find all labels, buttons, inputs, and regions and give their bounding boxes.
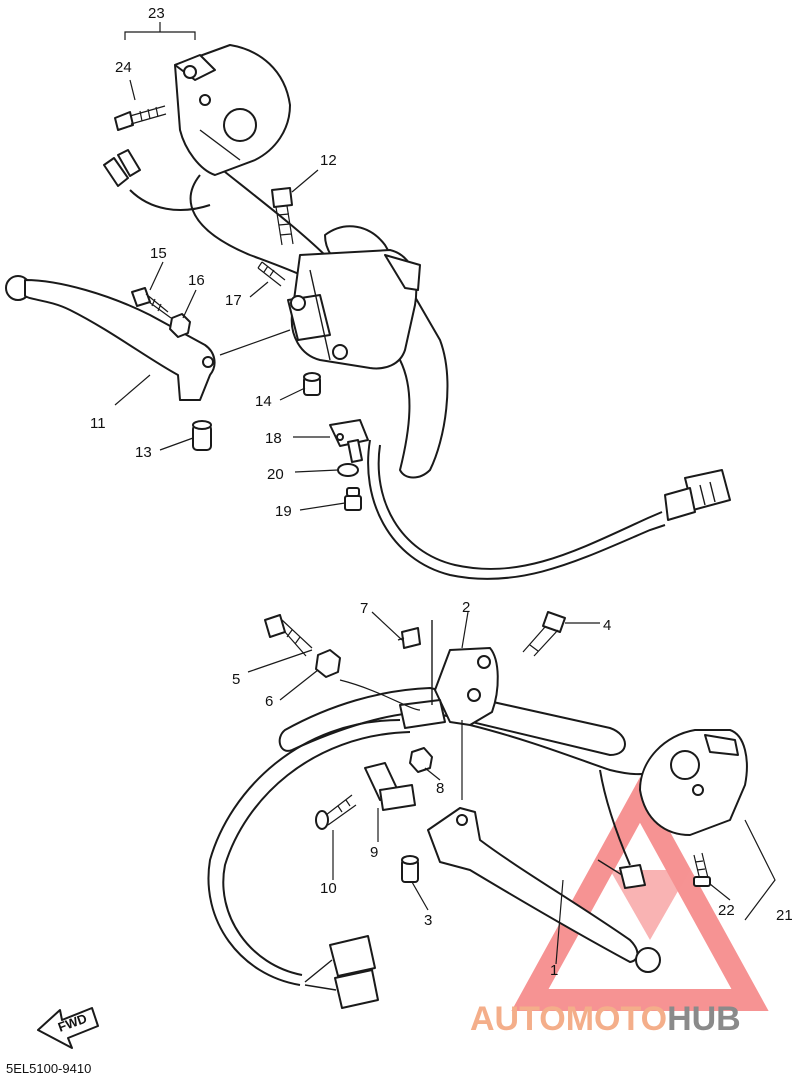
callout-7: 7 — [360, 600, 368, 617]
lower-small-connector — [597, 859, 646, 889]
callout-11: 11 — [90, 415, 106, 432]
upper-wire-terminal — [103, 149, 141, 187]
callout-23: 23 — [148, 5, 165, 22]
washer-20 — [337, 463, 359, 477]
callout-17: 17 — [225, 292, 242, 309]
callout-15: 15 — [150, 245, 167, 262]
callout-19: 19 — [275, 503, 292, 520]
screw-17 — [257, 261, 286, 287]
lower-lever — [427, 807, 661, 973]
nut-6 — [315, 649, 341, 678]
bolt-7 — [397, 627, 421, 649]
bolt-15 — [131, 287, 172, 319]
collar-14 — [303, 372, 321, 396]
upper-switch-housing — [174, 44, 291, 176]
nut-16 — [169, 313, 191, 338]
callout-1: 1 — [550, 962, 558, 979]
callout-21: 21 — [776, 907, 793, 924]
lower-cable-to-lever — [599, 769, 631, 866]
callout-24: 24 — [115, 59, 132, 76]
diagram-code: 5EL5100-9410 — [6, 1061, 91, 1076]
callout-2: 2 — [462, 599, 470, 616]
collar-3 — [401, 855, 419, 883]
lower-lever-holder — [399, 620, 499, 729]
upper-lever-holder — [287, 249, 421, 370]
callout-4: 4 — [603, 617, 611, 634]
callout-labels: 23 24 12 15 16 17 11 13 14 18 20 19 7 2 … — [90, 5, 793, 979]
bolt-5 — [264, 614, 313, 657]
upper-connector — [664, 469, 731, 521]
callout-18: 18 — [265, 430, 282, 447]
callout-8: 8 — [436, 780, 444, 797]
lower-switch-housing — [639, 729, 748, 836]
callout-3: 3 — [424, 912, 432, 929]
screw-4 — [522, 611, 566, 657]
callout-5: 5 — [232, 671, 240, 688]
lower-assembly — [207, 611, 748, 1009]
screw-19 — [344, 487, 362, 511]
screw-24 — [114, 105, 167, 131]
watermark-logo: AUTOMOTOHUB — [470, 1000, 741, 1038]
callout-10: 10 — [320, 880, 337, 897]
callout-16: 16 — [188, 272, 205, 289]
lower-cable-loop-inner — [222, 731, 411, 976]
fwd-arrow-icon: FWD — [37, 1007, 99, 1049]
leader-lines — [114, 22, 776, 965]
upper-small-wire — [129, 189, 211, 211]
callout-14: 14 — [255, 393, 272, 410]
callout-12: 12 — [320, 152, 337, 169]
screw-22 — [693, 852, 711, 887]
watermark-text-secondary: HUB — [667, 1000, 741, 1038]
lower-double-connector — [304, 935, 379, 1009]
lower-cable-loop-outer — [207, 719, 401, 986]
screw-10 — [315, 794, 357, 830]
watermark-text-primary: AUTOMOTO — [470, 1000, 667, 1038]
switch-9 — [364, 762, 416, 811]
callout-9: 9 — [370, 844, 378, 861]
bolt-12 — [271, 187, 294, 246]
watermark-text: AUTOMOTOHUB — [470, 1000, 741, 1038]
callout-13: 13 — [135, 444, 152, 461]
lower-handlebar-pipe — [278, 687, 626, 756]
upper-lever — [5, 275, 216, 401]
callout-22: 22 — [718, 902, 735, 919]
collar-13 — [192, 420, 212, 451]
upper-cable-loop — [367, 439, 666, 580]
upper-cable-loop-inner — [377, 444, 663, 570]
nut-8 — [409, 747, 433, 773]
switch-18 — [329, 419, 369, 463]
upper-assembly — [5, 44, 731, 580]
callout-20: 20 — [267, 466, 284, 483]
callout-6: 6 — [265, 693, 273, 710]
